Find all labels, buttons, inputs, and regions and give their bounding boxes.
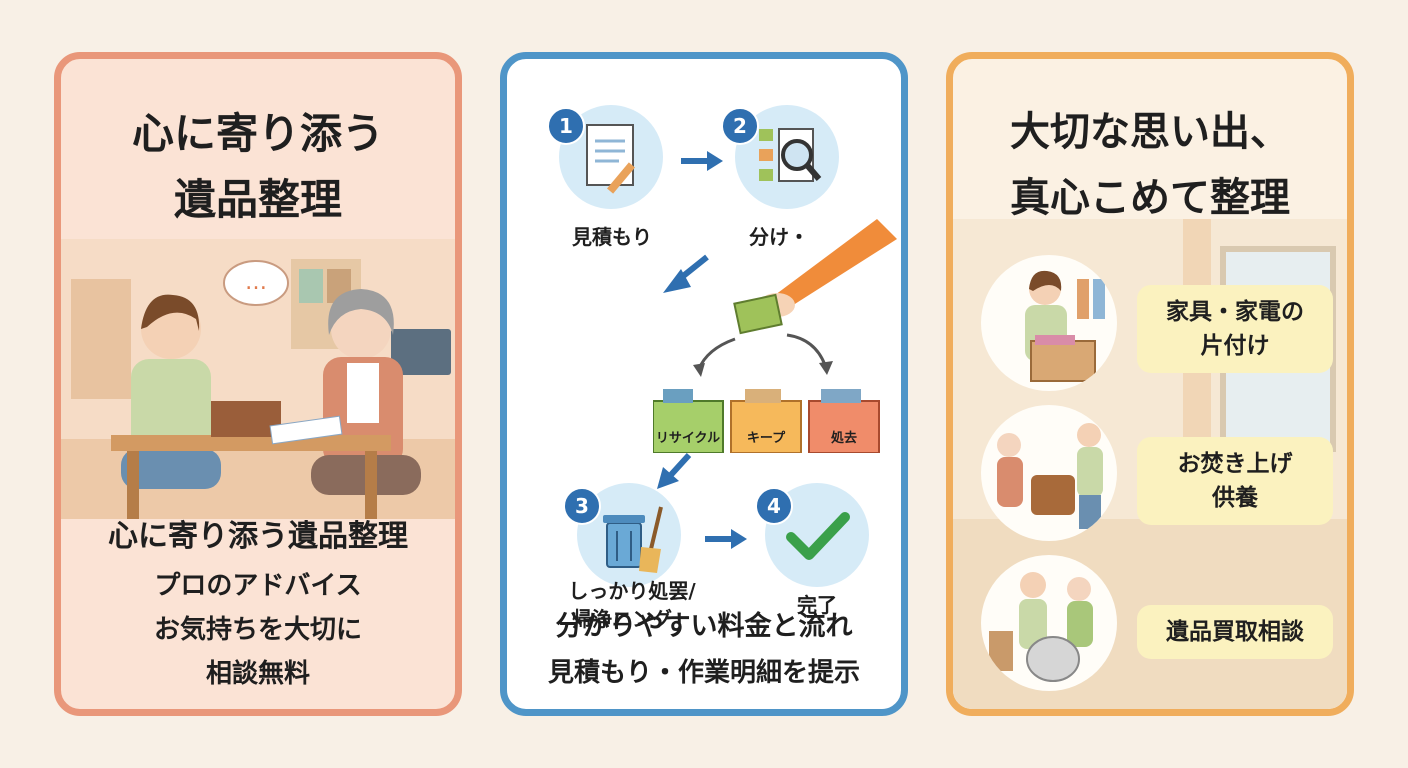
step2-label: 分け・ <box>749 225 809 249</box>
panel-process-flow: 1 見積もり 2 分け・ <box>500 52 908 716</box>
service3-illustration <box>981 555 1117 691</box>
service-pill-2: お焚き上げ 供養 <box>1137 437 1333 525</box>
panel-consultation: 心に寄り添う 遺品整理 … 心に寄り添う遺品整理 プロのアドバイス お気持ちを大… <box>54 52 462 716</box>
middle-footer-line1: 分かりやすい料金と流れ <box>555 611 853 642</box>
left-title-line1: 心に寄り添う <box>131 109 384 158</box>
service1-illustration <box>981 255 1117 391</box>
service1-line2: 片付け <box>1200 333 1270 359</box>
right-title-line2: 真心こめて整理 <box>1010 175 1290 221</box>
left-line-3: お気持ちを大切に <box>153 615 362 645</box>
step1-label: 見積もり <box>572 225 652 249</box>
service3-line1: 遺品買取相談 <box>1166 619 1304 645</box>
service2-illustration <box>981 405 1117 541</box>
panel-services: 大切な思い出、 真心こめて整理 家具・家電の 片付け お焚き上げ 供養 <box>946 52 1354 716</box>
service-pill-1: 家具・家電の 片付け <box>1137 285 1333 373</box>
step1-number-badge: 1 <box>547 107 585 145</box>
sorting-boxes <box>653 389 880 453</box>
box-label-recycle: リサイクル <box>655 431 721 446</box>
service-pill-3: 遺品買取相談 <box>1137 605 1333 659</box>
step2-number-badge: 2 <box>721 107 759 145</box>
step3-number-badge: 3 <box>563 487 601 525</box>
arrow-right-icon <box>681 151 723 171</box>
left-title-line2: 遺品整理 <box>173 175 342 224</box>
document-pen-icon <box>586 124 635 194</box>
service2-line2: 供養 <box>1212 485 1258 511</box>
speech-bubble-text: … <box>245 270 267 295</box>
step4-number-badge: 4 <box>755 487 793 525</box>
arrow-down-left-icon <box>657 452 692 489</box>
consultation-illustration: … <box>61 239 455 519</box>
sort-magnifier-icon <box>759 128 822 182</box>
step4-label: 完了 <box>797 593 837 617</box>
left-line-1: 心に寄り添う遺品整理 <box>108 519 408 554</box>
sorting-illustration <box>663 219 897 377</box>
left-line-4: 相談無料 <box>205 659 310 689</box>
right-title-line1: 大切な思い出、 <box>1010 109 1290 155</box>
step3-label-line2: 帰浄ニング <box>572 607 672 631</box>
middle-footer-line2: 見積もり・作業明細を提示 <box>547 658 860 688</box>
trash-broom-icon <box>603 506 663 573</box>
box-label-keep: キープ <box>746 431 786 446</box>
step3-circle <box>577 483 681 587</box>
service1-line1: 家具・家電の <box>1166 299 1304 325</box>
box-label-dispose: 処去 <box>830 431 857 446</box>
service2-line1: お焚き上げ <box>1177 451 1293 477</box>
check-icon <box>786 512 850 560</box>
left-line-2: プロのアドバイス <box>154 571 362 601</box>
arrow-right-icon-2 <box>705 529 747 549</box>
step3-label-line1: しっかり処罢/ <box>568 579 696 603</box>
